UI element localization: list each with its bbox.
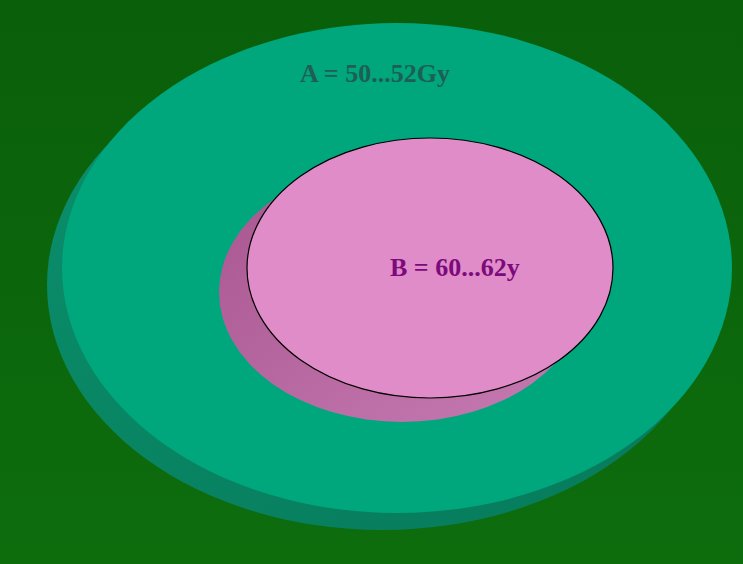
dose-label: B = 60...62y	[390, 252, 520, 283]
outer-disk: A = 50...52Gy B = 60...62y	[10, 10, 735, 550]
dose-label: A = 50...52Gy	[300, 58, 450, 89]
inner-disk: B = 60...62y	[205, 130, 625, 430]
